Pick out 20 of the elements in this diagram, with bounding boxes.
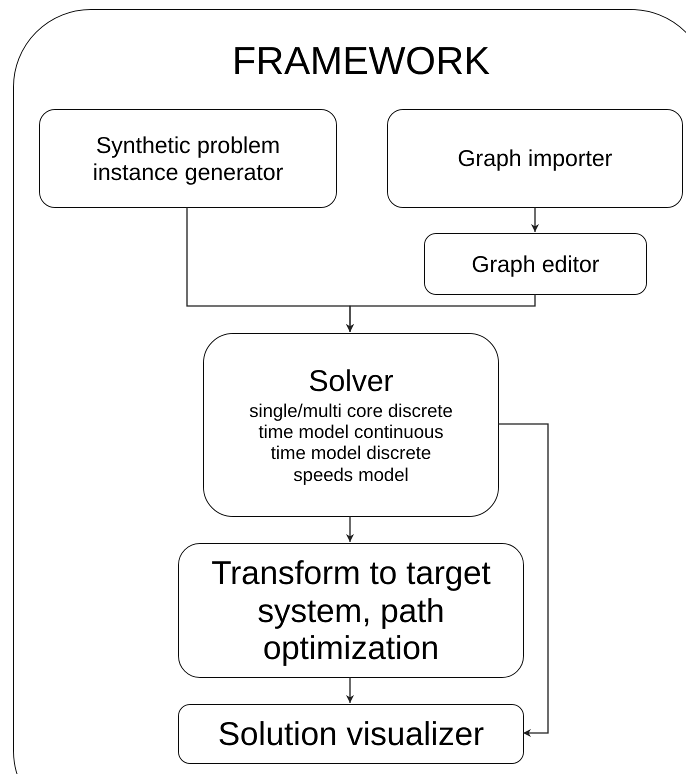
node-label: Transform to target system, path optimization <box>210 554 492 668</box>
process-box <box>178 704 524 764</box>
framework-container <box>13 9 686 774</box>
node-label: Graph importer <box>456 145 614 172</box>
node-label: Solver <box>307 365 395 400</box>
arrow <box>346 677 354 703</box>
node-description: single/multi core discrete time model continuous time model discrete speeds model <box>248 400 454 485</box>
arrow <box>346 294 536 332</box>
node-label: Synthetic problem instance generator <box>92 132 284 185</box>
node-label: Graph editor <box>470 250 600 278</box>
process-box <box>387 109 683 208</box>
container-heading: FRAMEWORK <box>231 40 491 85</box>
process-box <box>39 109 337 208</box>
arrow <box>498 423 549 737</box>
node-label: Solution visualizer <box>217 715 485 753</box>
process-box <box>424 233 647 295</box>
process-box <box>178 543 524 678</box>
process-box <box>203 333 499 517</box>
arrow <box>531 207 539 232</box>
arrow <box>346 516 354 542</box>
